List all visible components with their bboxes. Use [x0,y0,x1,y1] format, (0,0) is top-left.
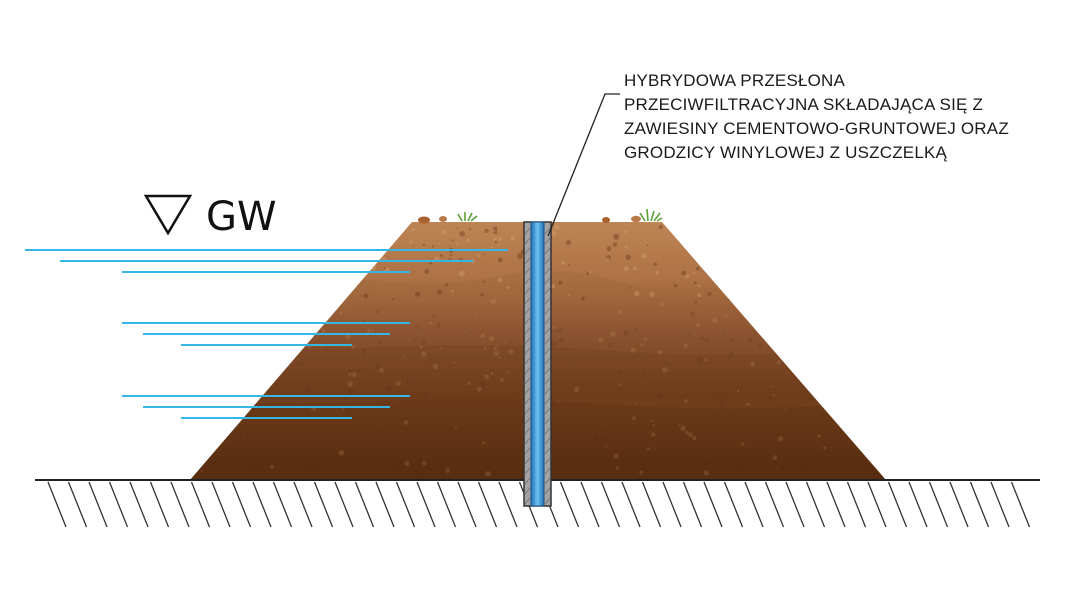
ground-hatch-mark [375,481,395,528]
inverted-triangle-icon [143,194,193,236]
ground-hatch-mark [211,481,231,528]
ground-hatch-mark [908,481,928,528]
ground-hatch-mark [949,481,969,528]
ground-hatch-mark [252,481,272,528]
ground-hatch-mark [354,481,375,528]
ground-hatch-mark [334,481,354,528]
ground-hatch-mark [395,481,416,528]
ground-hatch-mark [969,481,990,528]
crest-stones [418,215,641,224]
ground-hatch-mark [47,481,67,528]
ground-hatch-mark [682,481,703,528]
ground-hatch-mark [867,481,887,528]
callout-line: ZAWIESINY CEMENTOWO-GRUNTOWEJ ORAZ [624,119,1009,138]
ground-hatch-mark [436,481,457,528]
ground-hatch-mark [928,481,949,528]
ground-hatch-mark [744,481,764,528]
ground-hatch-mark [559,481,580,528]
ground-hatch-mark [272,481,293,528]
ground-hatch-mark [477,481,498,528]
ground-hatch-mark [170,481,190,528]
callout-leader-line [547,93,620,237]
callout-annotation: HYBRYDOWA PRZESŁONA PRZECIWFILTRACYJNA S… [624,71,1009,162]
ground-hatch-mark [621,481,641,528]
ground-hatch-mark [703,481,723,528]
ground-hatch-mark [662,481,682,528]
water-level-label: GW [206,194,277,240]
ground-hatch-mark [416,481,436,528]
ground-hatch-mark [764,481,785,528]
ground-hatch-mark [231,481,252,528]
callout-line: HYBRYDOWA PRZESŁONA [624,71,846,90]
callout-line: PRZECIWFILTRACYJNA SKŁADAJĄCA SIĘ Z [624,95,983,114]
ground-hatch-mark [580,481,600,528]
ground-hatch-mark [457,481,477,528]
ground-hatch-mark [785,481,805,528]
ground-hatch-mark [723,481,744,528]
ground-hatch-mark [846,481,867,528]
ground-hatch-mark [600,481,621,528]
ground-hatch-mark [826,481,846,528]
ground-hatch-mark [1010,481,1031,528]
ground-hatch-mark [990,481,1010,528]
grass-tuft-icon [457,208,663,222]
ground-hatch-mark [67,481,88,528]
ground-hatch-mark [641,481,662,528]
groundwater-lines [25,249,508,419]
ground-hatch-mark [108,481,129,528]
ground-hatch-mark [149,481,170,528]
ground-hatch-mark [498,481,518,528]
callout-line: GRODZICY WINYLOWEJ Z USZCZELKĄ [624,143,948,162]
ground-hatch-mark [805,481,826,528]
ground-hatch-mark [293,481,313,528]
ground-hatch-mark [190,481,211,528]
ground-hatch-mark [313,481,334,528]
water-level-marker: GW [143,194,277,240]
ground-hatch-mark [129,481,149,528]
ground-hatch-mark [887,481,908,528]
hybrid-cutoff-wall [523,221,552,507]
ground-hatch-mark [88,481,108,528]
